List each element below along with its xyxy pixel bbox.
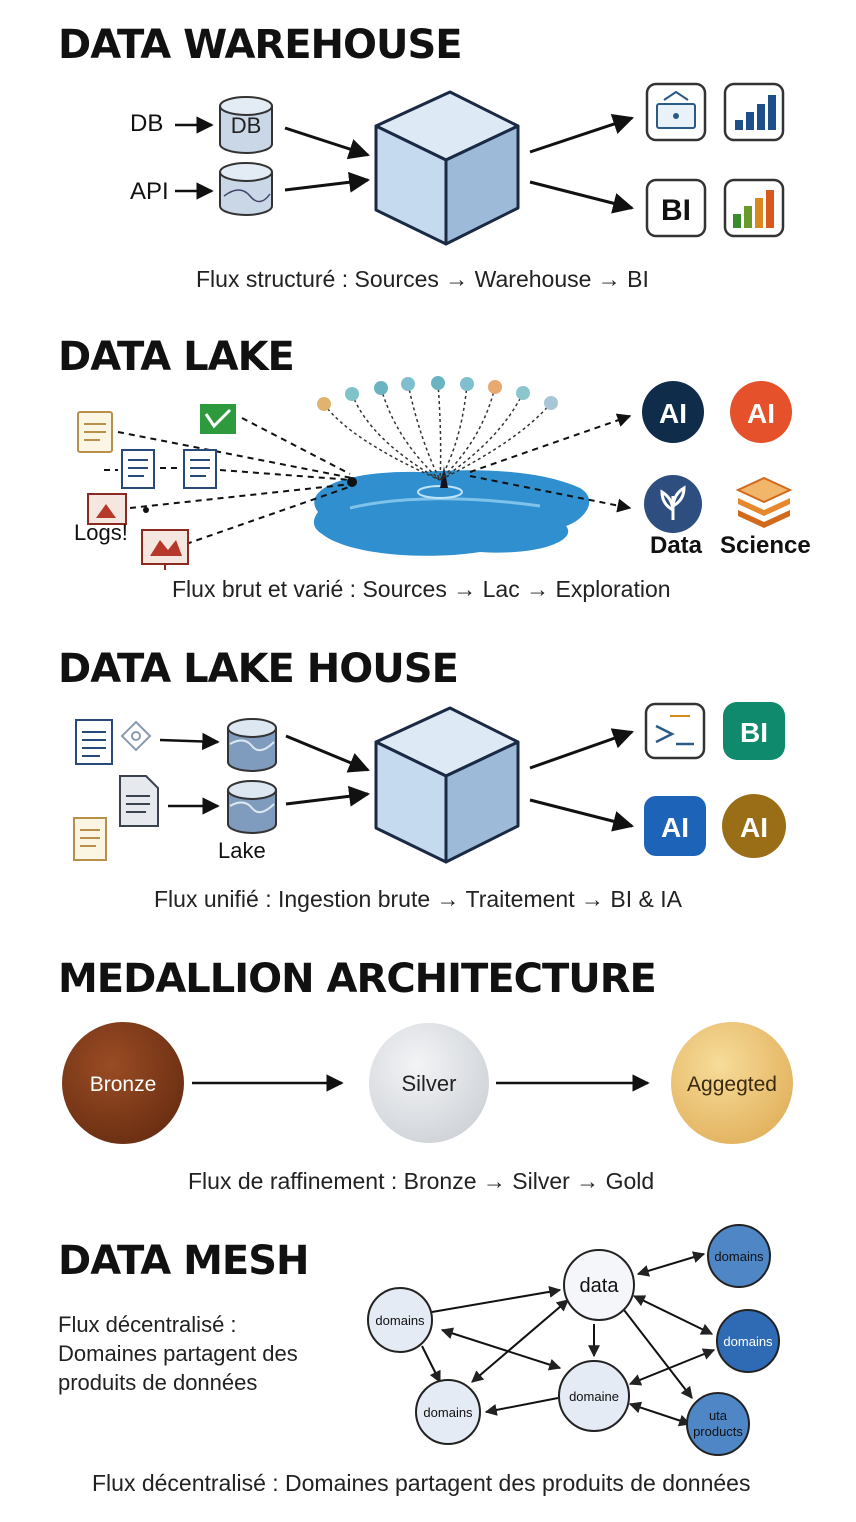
mesh-side-text-1: Flux décentralisé : <box>58 1312 237 1337</box>
ai-navy-icon: AI <box>642 381 704 443</box>
svg-text:AI: AI <box>659 398 687 429</box>
lake-water-icon <box>313 470 590 556</box>
lake-document-blue-2-icon <box>183 449 217 489</box>
svg-text:data: data <box>580 1275 620 1297</box>
warehouse-source-db-label: DB <box>130 110 164 137</box>
silver-stage: Silver <box>369 1023 489 1143</box>
warehouse-source-api-label: API <box>130 178 169 205</box>
mesh-node-data: data <box>563 1249 635 1321</box>
bi-icon: BI <box>645 178 707 238</box>
svg-text:Aggegted: Aggegted <box>687 1073 777 1096</box>
lakehouse-document-gold-icon <box>73 817 107 861</box>
lakehouse-document-icon <box>75 719 113 765</box>
mesh-side-text-2: Domaines partagent des <box>58 1341 298 1366</box>
lakehouse-caption: Flux unifié : Ingestion brute → Traiteme… <box>154 886 682 912</box>
mesh-node-domains-bottom: domains <box>415 1379 481 1445</box>
svg-text:AI: AI <box>747 398 775 429</box>
svg-text:uta: uta <box>709 1408 728 1423</box>
lakehouse-ai-gold-icon: AI <box>722 794 786 858</box>
lakehouse-cylinder-2-icon <box>227 780 277 834</box>
warehouse-caption: Flux structuré : Sources → Warehouse → B… <box>196 266 649 292</box>
lake-logs-image-icon <box>87 493 127 525</box>
mesh-node-domains-right: domains <box>716 1309 780 1373</box>
svg-text:domains: domains <box>423 1405 473 1420</box>
ai-orange-icon: AI <box>730 381 792 443</box>
mesh-caption: Flux décentralisé : Domaines partagent d… <box>92 1470 751 1496</box>
lakehouse-title: DATA LAKE HOUSE <box>58 646 459 692</box>
lakehouse-cylinder-1-icon <box>227 718 277 772</box>
warehouse-db-text: DB <box>231 113 262 138</box>
lakehouse-document-dark-icon <box>119 775 159 827</box>
svg-text:Bronze: Bronze <box>90 1073 157 1096</box>
warehouse-bi-text: BI <box>661 194 691 227</box>
lake-title: DATA LAKE <box>58 334 295 380</box>
svg-text:domaine: domaine <box>569 1389 619 1404</box>
svg-text:AI: AI <box>740 812 768 843</box>
leaf-icon <box>644 475 702 533</box>
dashboard-icon <box>645 82 707 142</box>
lake-document-blue-icon <box>121 449 155 489</box>
lakehouse-diamond-icon <box>120 720 152 752</box>
lake-science-label: Science <box>720 532 811 559</box>
lake-logs-label: Logs! <box>74 520 128 545</box>
svg-text:AI: AI <box>661 812 689 843</box>
layers-icon <box>735 476 793 528</box>
lake-fountain-dots <box>317 376 558 411</box>
lake-document-icon <box>77 411 113 453</box>
svg-text:domains: domains <box>714 1249 764 1264</box>
mesh-node-domains-left: domains <box>367 1287 433 1353</box>
svg-text:products: products <box>693 1424 743 1439</box>
svg-text:domains: domains <box>375 1313 425 1328</box>
warehouse-cube-icon <box>374 90 520 246</box>
lakehouse-cube-icon <box>374 706 520 864</box>
warehouse-title: DATA WAREHOUSE <box>58 22 463 68</box>
gold-stage: Aggegted <box>671 1022 793 1144</box>
lake-caption: Flux brut et varié : Sources → Lac → Exp… <box>172 576 671 602</box>
mesh-node-products: uta products <box>686 1392 750 1456</box>
mesh-node-domains-top-right: domains <box>707 1224 771 1288</box>
bronze-stage: Bronze <box>62 1022 184 1144</box>
lakehouse-lake-label: Lake <box>218 838 266 863</box>
svg-text:Silver: Silver <box>401 1071 456 1096</box>
mesh-side-text-3: produits de données <box>58 1370 258 1395</box>
code-terminal-icon <box>644 702 706 760</box>
medallion-title: MEDALLION ARCHITECTURE <box>58 956 657 1002</box>
lake-chart-icon <box>200 404 236 434</box>
warehouse-api-cylinder-icon <box>219 162 273 216</box>
lakehouse-ai-blue-icon: AI <box>644 796 706 856</box>
bar-chart-color-icon <box>723 178 785 238</box>
mesh-title: DATA MESH <box>58 1238 310 1284</box>
warehouse-db-cylinder-icon: DB <box>219 96 273 154</box>
medallion-caption: Flux de raffinement : Bronze → Silver → … <box>188 1168 655 1194</box>
svg-text:domains: domains <box>723 1334 773 1349</box>
lakehouse-bi-icon: BI <box>723 702 785 760</box>
lake-monitor-icon <box>141 529 189 570</box>
bar-chart-blue-icon <box>723 82 785 142</box>
lake-data-label: Data <box>650 532 703 559</box>
mesh-node-domaine: domaine <box>558 1360 630 1432</box>
svg-text:BI: BI <box>740 717 768 748</box>
